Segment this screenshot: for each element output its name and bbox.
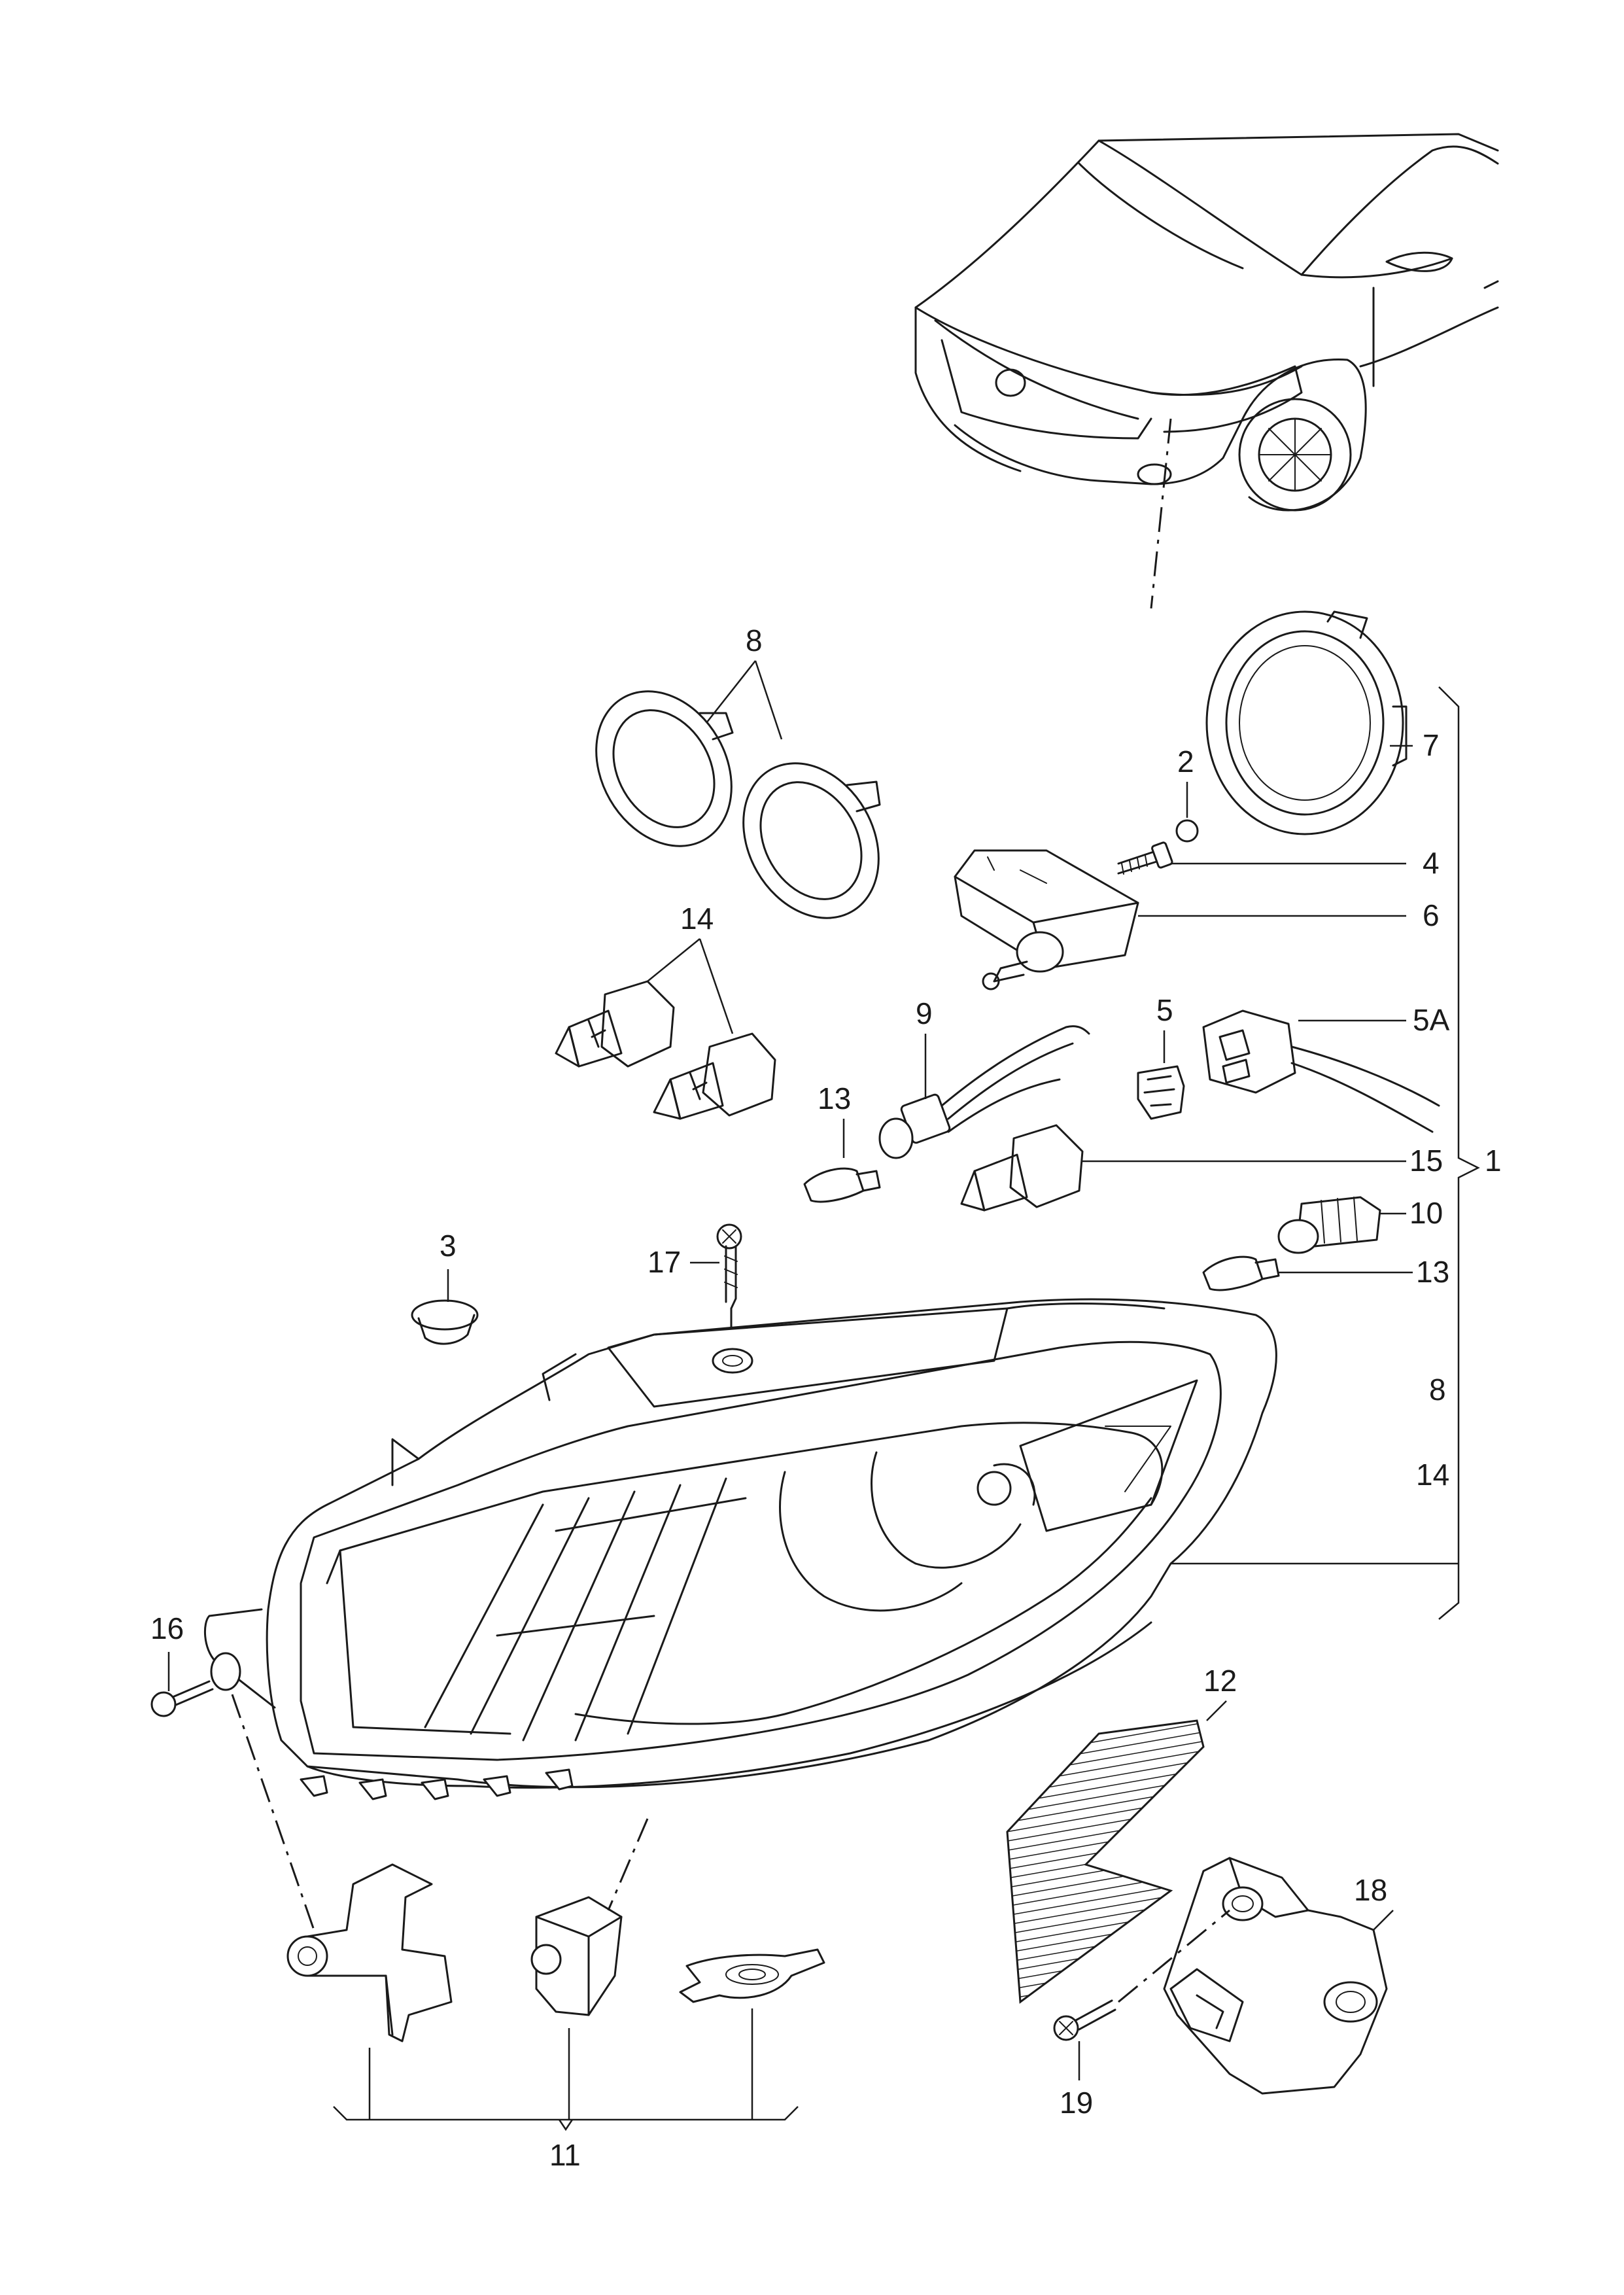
callout-5-holder: 5 [1156,993,1173,1027]
callout-14-bulbs: 14 [680,902,714,936]
callout-7-bezel-ring: 7 [1423,728,1440,762]
callout-19-screw: 19 [1060,2086,1093,2120]
callout-6-motor: 6 [1423,898,1440,932]
callout-8-bezel: 8 [746,623,763,657]
range-control-motor-part-6 [954,849,1406,990]
wedge-bulb-part-13-right [1202,1255,1413,1291]
screw-washer-parts-2-4 [1117,782,1406,875]
callout-13-wedge-bulb: 13 [818,1081,851,1115]
callout-10-socket: 10 [1409,1196,1443,1230]
callout-2-washer: 2 [1177,745,1194,779]
callout-16-screw: 16 [150,1611,184,1645]
screw-part-16 [150,1652,315,1931]
connector-part-5A [1202,1009,1440,1133]
screw-part-17 [690,1223,742,1361]
headlight-housing-part-1 [203,1298,1277,1800]
wiring-harness-part-9 [878,1025,1090,1159]
assembly-bracket-part-1 [1171,686,1480,1620]
bezel-ring-part-8 [595,660,881,919]
callout-14-bracket: 14 [1416,1458,1449,1492]
h7-bulb-part-15 [960,1124,1406,1212]
callout-17-screw: 17 [648,1245,681,1279]
holder-clip-part-5 [1137,1030,1185,1120]
cap-part-3 [411,1269,479,1345]
wedge-bulb-part-13-left [803,1119,881,1203]
callout-4-screw: 4 [1423,846,1440,880]
callout-1-headlight: 1 [1485,1144,1502,1178]
callout-9-harness: 9 [916,996,933,1030]
callout-11-repair-kit: 11 [549,2138,581,2172]
callout-15-bulb: 15 [1409,1144,1443,1178]
bezel-ring-part-7 [1205,610,1413,835]
callout-3-cap: 3 [440,1229,457,1263]
callout-labels: 8 2 7 4 6 14 9 5 5A 13 15 1 10 13 3 17 8… [150,623,1502,2172]
callout-13-wedge-bulb-right: 13 [1416,1255,1449,1289]
callout-5A-connector: 5A [1413,1003,1450,1037]
callout-12-film: 12 [1203,1664,1237,1698]
protective-film-part-12 [1006,1700,1227,2004]
repair-bracket-kit-part-11 [286,1818,825,2131]
h7-bulbs-part-14 [555,938,776,1120]
callout-8-bracket: 8 [1429,1373,1446,1407]
callout-18-bracket: 18 [1354,1873,1387,1907]
bulb-socket-part-10 [1277,1196,1406,1254]
screw-part-19 [1053,1909,1230,2080]
car-front-view [914,133,1499,609]
mounting-bracket-part-18 [1163,1857,1394,2095]
